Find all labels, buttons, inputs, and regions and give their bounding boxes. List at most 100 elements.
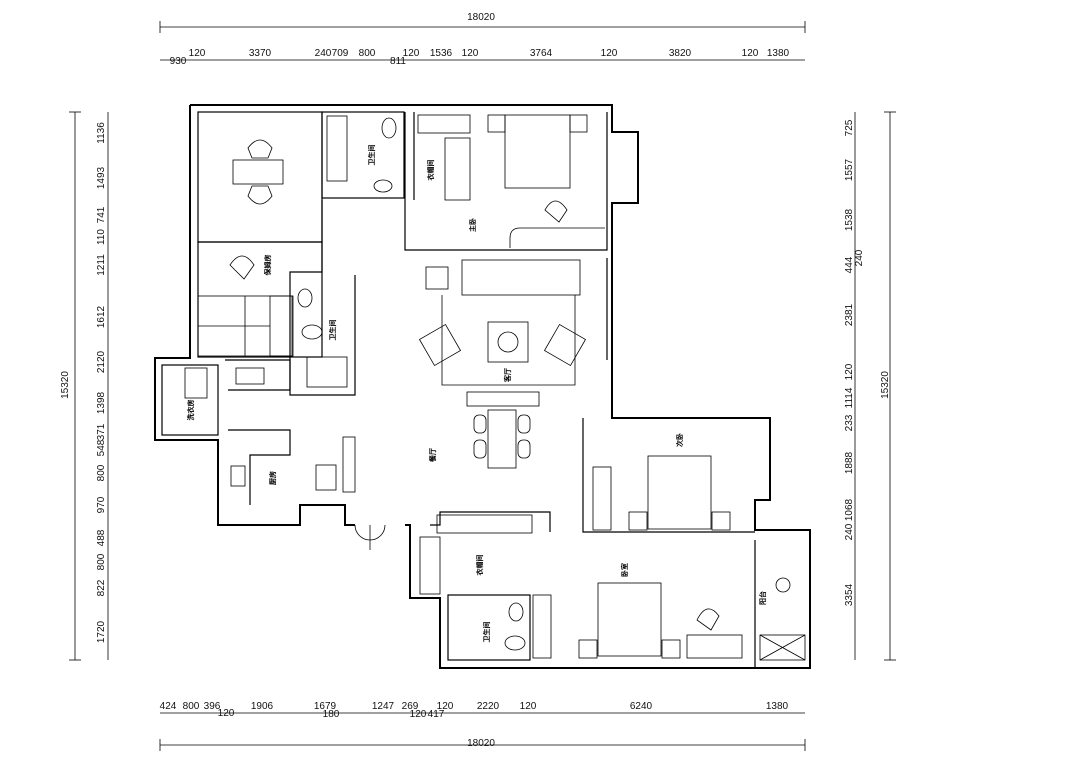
dimension-label: 120 [601, 48, 618, 59]
round-table [775, 577, 791, 593]
dimension-label: 1380 [766, 701, 789, 712]
fridge [315, 464, 337, 491]
dimension-label: 1538 [844, 208, 855, 231]
shower [306, 356, 348, 388]
dimension-label: 120 [218, 708, 235, 719]
dimension-label: 548 [96, 439, 107, 456]
overall-left-dimension: 15320 [60, 371, 71, 399]
bed [597, 582, 662, 657]
dimension-label: 1114 [844, 387, 855, 408]
side-table [425, 266, 449, 290]
wardrobe [592, 466, 612, 531]
room-label: 阳台 [758, 591, 767, 605]
dimension-label: 811 [390, 56, 406, 67]
dimension-label: 396 [204, 701, 221, 712]
dining-table [487, 409, 517, 469]
stove [235, 367, 265, 385]
cabinet [759, 634, 806, 661]
nightstand [487, 114, 506, 133]
study-desk [232, 159, 284, 185]
room-label: 餐厅 [428, 448, 437, 463]
room-label: 卫生间 [367, 145, 376, 166]
armchair [543, 323, 587, 367]
sink [230, 465, 246, 487]
dimension-label: 741 [96, 206, 107, 223]
dimension-label: 1211 [96, 254, 107, 276]
dimension-label: 3370 [249, 48, 272, 59]
washing-machine [184, 367, 208, 399]
dimension-label: 3764 [530, 48, 553, 59]
dimension-label: 371 [96, 423, 107, 440]
dimension-label: 120 [403, 48, 420, 59]
washbasin [297, 288, 313, 308]
room-label: 洗衣房 [186, 400, 195, 421]
dimension-label: 120 [437, 701, 454, 712]
dimension-label: 120 [189, 48, 206, 59]
dimension-label: 240 [315, 48, 332, 59]
coffee-table [487, 321, 529, 363]
toilet [301, 324, 323, 340]
interior-walls [161, 111, 756, 668]
room-label: 保姆房 [263, 255, 272, 277]
dimension-label: 2220 [477, 701, 500, 712]
dimension-label: 725 [844, 119, 855, 136]
dimension-label: 120 [742, 48, 759, 59]
dimension-label: 800 [359, 48, 376, 59]
wardrobe [419, 536, 441, 595]
room-label: 衣帽间 [426, 160, 435, 181]
dimension-label: 2381 [844, 303, 855, 326]
desk [686, 634, 743, 659]
wardrobe [532, 594, 552, 659]
dimension-label: 233 [844, 414, 855, 431]
dimension-label: 2120 [96, 350, 107, 373]
bathtub [326, 115, 348, 182]
tv-cabinet [466, 391, 540, 407]
dimension-label: 800 [96, 553, 107, 570]
dimension-label: 417 [428, 709, 445, 720]
dimension-label: 822 [96, 579, 107, 596]
dimension-label: 444 [844, 256, 855, 273]
dimension-label: 800 [183, 701, 200, 712]
dimension-label: 6240 [630, 701, 653, 712]
dimension-lines [69, 21, 896, 751]
bed [647, 455, 712, 530]
dimension-label: 180 [323, 709, 340, 720]
exterior-wall-left [154, 105, 355, 526]
exterior-wall [190, 104, 811, 669]
overall-bottom-dimension: 18020 [467, 738, 495, 749]
armchair [229, 255, 255, 280]
dimension-label: 424 [160, 701, 177, 712]
room-label: 卧室 [620, 563, 629, 577]
washbasin [508, 602, 524, 622]
dimension-label: 120 [410, 709, 427, 720]
dimension-label: 1068 [844, 498, 855, 521]
plant [497, 331, 519, 353]
armchair [418, 323, 462, 367]
dimension-label: 1136 [96, 122, 107, 144]
dimension-label: 970 [96, 496, 107, 513]
dimension-label: 709 [332, 48, 349, 59]
dimension-label: 1720 [96, 620, 107, 643]
dimension-label: 1906 [251, 701, 274, 712]
dimension-label: 1536 [430, 48, 453, 59]
room-label: 主卧 [468, 218, 477, 232]
chair [247, 139, 273, 159]
dimension-label: 1679 [314, 701, 337, 712]
armchair [544, 200, 568, 223]
dimension-label: 120 [844, 363, 855, 380]
dimension-label: 240 [854, 249, 865, 266]
chair [247, 185, 273, 205]
toilet [381, 117, 397, 139]
room-label: 客厅 [503, 368, 512, 383]
dimension-label: 110 [96, 229, 107, 245]
room-label: 衣帽间 [475, 555, 484, 576]
dimension-label: 930 [170, 56, 187, 67]
dimension-label: 1493 [96, 166, 107, 189]
armchair [696, 608, 720, 631]
dimension-label: 1557 [844, 158, 855, 181]
wardrobe [436, 514, 533, 534]
desk [509, 227, 605, 248]
dimension-label: 120 [462, 48, 479, 59]
